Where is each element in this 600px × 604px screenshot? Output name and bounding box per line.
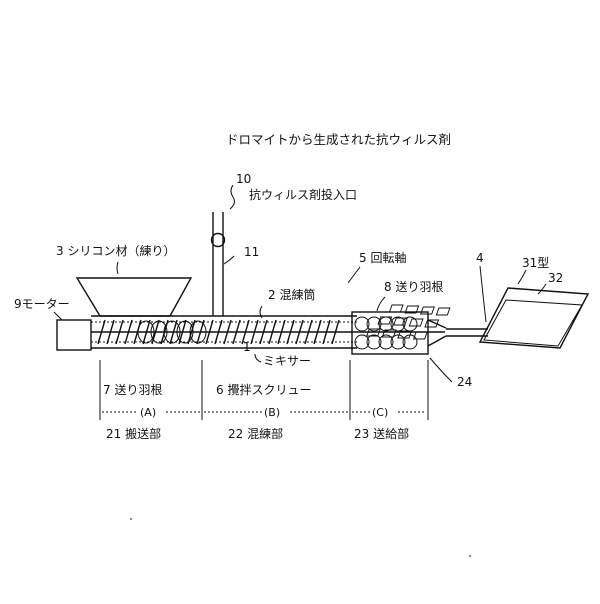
- kneading-loop: [189, 320, 207, 344]
- mold-cavity: [404, 305, 420, 314]
- mold-cavity: [408, 318, 424, 327]
- leader-5: [347, 266, 361, 284]
- screw-vane: [187, 319, 196, 345]
- screw-vane: [268, 319, 277, 345]
- motor-box: [56, 319, 92, 351]
- label-10: 10: [236, 172, 251, 186]
- feeder-vane-bottom: [390, 334, 406, 350]
- mold-plate: [478, 287, 590, 349]
- screw-vane: [304, 319, 313, 345]
- leader-31: [517, 269, 527, 285]
- feeder-vane-bottom: [354, 334, 370, 350]
- label-vanes7: 7 送り羽根: [103, 382, 162, 397]
- valve-11: [210, 232, 226, 248]
- screw-vane: [178, 319, 187, 345]
- label-mixer: ミキサー: [263, 354, 311, 368]
- leader-2: [259, 305, 263, 319]
- label-32: 32: [548, 271, 563, 285]
- label-motor: 9モーター: [14, 297, 70, 311]
- leader-11: [223, 255, 235, 265]
- mold-cavities: [366, 304, 451, 340]
- mold-cavity: [435, 307, 451, 316]
- feeder-vane-bottom: [366, 334, 382, 350]
- kneading-loop: [137, 320, 155, 344]
- screw-vane: [115, 319, 124, 345]
- screw-vane: [250, 319, 259, 345]
- screw-vane: [286, 319, 295, 345]
- mold-cavity: [393, 317, 408, 326]
- label-4: 4: [476, 251, 484, 265]
- label-feedC: 23 送給部: [354, 426, 409, 441]
- screw-vane: [331, 319, 340, 345]
- leader-32: [537, 283, 547, 295]
- leader-10: [229, 184, 235, 210]
- screw-vane: [205, 319, 214, 345]
- mold-cavity: [366, 328, 381, 337]
- label-silicone: 3 シリコン材（練り）: [56, 244, 175, 258]
- label-screw6: 6 攪拌スクリュー: [216, 382, 311, 397]
- screw-vane: [277, 319, 286, 345]
- screw-vanes: [97, 319, 340, 345]
- label-mold: 31型: [522, 256, 549, 270]
- screw-vane: [322, 319, 331, 345]
- leader-3: [116, 261, 119, 275]
- screw-vane: [259, 319, 268, 345]
- screw-vane: [196, 319, 205, 345]
- screw-vane: [169, 319, 178, 345]
- screw-vane: [241, 319, 250, 345]
- screw-vane: [214, 319, 223, 345]
- leader-9: [53, 311, 63, 321]
- label-conveyA: 21 搬送部: [106, 426, 161, 441]
- screw-vane: [313, 319, 322, 345]
- kneading-loop: [150, 320, 168, 344]
- screw-vane: [106, 319, 115, 345]
- screw-vane: [97, 319, 106, 345]
- mold-cavity: [397, 330, 413, 339]
- feeder-vane-top: [354, 316, 370, 332]
- hopper: [75, 277, 193, 317]
- mold-cavity: [412, 331, 428, 340]
- screw-vane: [223, 319, 232, 345]
- label-secB: (B): [264, 406, 280, 419]
- label-24: 24: [457, 375, 472, 389]
- leader-24: [429, 357, 453, 383]
- label-secC: (C): [372, 406, 388, 419]
- speck: [130, 518, 132, 520]
- kneading-loop: [163, 320, 181, 344]
- leader-4: [479, 265, 487, 323]
- label-1: 1: [243, 340, 251, 354]
- kneading-loop: [176, 320, 194, 344]
- label-vanes8: 8 送り羽根: [384, 279, 443, 294]
- screw-vane: [124, 319, 133, 345]
- mold-cavity: [381, 329, 397, 338]
- mold-cavity: [424, 319, 440, 328]
- caption-antiviral-agent: ドロマイトから生成された抗ウィルス剤: [226, 132, 451, 147]
- screw-vane: [295, 319, 304, 345]
- mold-inner: [483, 299, 583, 347]
- speck: [469, 555, 471, 557]
- label-secA: (A): [140, 406, 156, 419]
- feeder-vanes: [354, 316, 418, 350]
- label-inlet: 抗ウィルス剤投入口: [249, 187, 357, 202]
- label-kneadB: 22 混練部: [228, 426, 283, 441]
- mold-cavity: [377, 316, 393, 325]
- label-11: 11: [244, 245, 259, 259]
- leader-1: [254, 353, 262, 363]
- mold-cavity: [420, 306, 435, 315]
- screw-vane: [142, 319, 151, 345]
- leader-8: [376, 296, 386, 312]
- screw-vane: [232, 319, 241, 345]
- label-barrel: 2 混練筒: [268, 287, 315, 302]
- feeder-vane-bottom: [378, 334, 394, 350]
- mold-cavity: [388, 304, 404, 313]
- label-rotshaft: 5 回転軸: [359, 251, 406, 265]
